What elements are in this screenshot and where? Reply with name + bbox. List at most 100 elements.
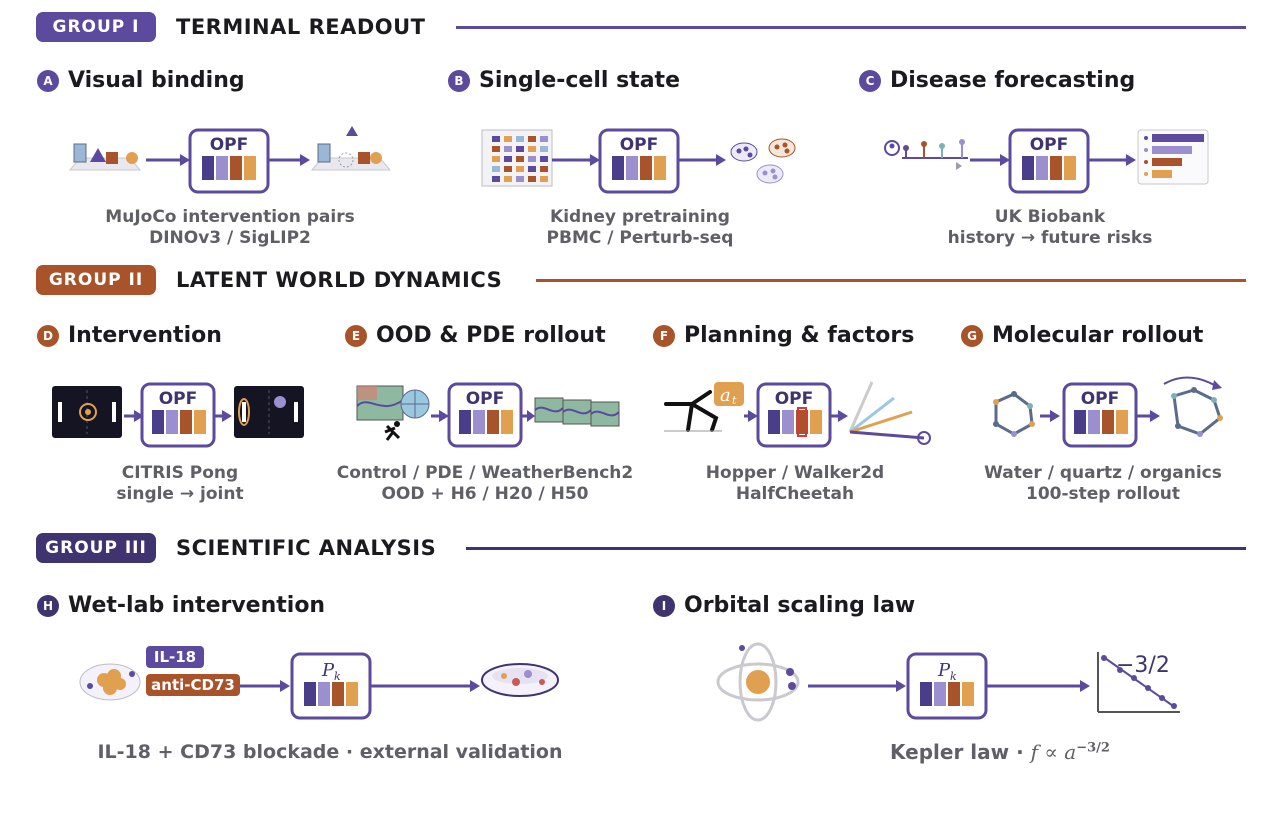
- opf-label: OPF: [210, 135, 249, 155]
- panel-b-diagram: OPF: [481, 128, 796, 194]
- pk-label: P: [937, 660, 951, 681]
- group-badge: GROUP III: [36, 533, 156, 563]
- panel-f-caption: Hopper / Walker2d HalfCheetah: [645, 463, 945, 505]
- panel-letter-badge: A: [37, 70, 59, 92]
- panel-letter-badge: C: [859, 70, 881, 92]
- action-label: a: [720, 385, 731, 406]
- panel-letter-badge: E: [345, 325, 367, 347]
- opf-label: OPF: [775, 389, 814, 409]
- panel-c-caption: UK Biobank history → future risks: [880, 207, 1220, 249]
- group-title: SCIENTIFIC ANALYSIS: [176, 536, 437, 560]
- action-subscript: t: [732, 394, 737, 407]
- heatmap-icon: [481, 129, 553, 187]
- divider-line: [536, 279, 1246, 282]
- panel-letter-badge: H: [37, 595, 59, 617]
- caption-line: single → joint: [116, 484, 244, 504]
- pk-subscript: k: [950, 670, 957, 683]
- action-badge: [714, 382, 744, 406]
- panel-title-text: Planning & factors: [684, 323, 915, 348]
- kepler-exponent: −3/2: [1076, 740, 1110, 756]
- panel-letter-badge: F: [653, 325, 675, 347]
- caption-line: HalfCheetah: [735, 484, 855, 504]
- caption-line: UK Biobank: [994, 207, 1106, 227]
- caption-line: DINOv3 / SigLIP2: [149, 228, 311, 248]
- walker-robot-icon: [664, 390, 722, 432]
- divider-line: [466, 547, 1246, 550]
- caption-line: PBMC / Perturb-seq: [546, 228, 734, 248]
- pk-label: P: [321, 660, 335, 681]
- caption-line: Control / PDE / WeatherBench2: [336, 463, 634, 483]
- panel-title-text: OOD & PDE rollout: [376, 323, 606, 348]
- scaling-plot-icon: [1097, 652, 1180, 713]
- patient-timeline-icon: [884, 139, 968, 170]
- panel-e-diagram: OPF: [356, 382, 620, 448]
- caption-line: history → future risks: [947, 228, 1153, 248]
- group-header-1: GROUP I TERMINAL READOUT: [36, 12, 1246, 42]
- opf-label: OPF: [159, 389, 198, 409]
- group-title: TERMINAL READOUT: [176, 15, 426, 39]
- panel-a-caption: MuJoCo intervention pairs DINOv3 / SigLI…: [60, 207, 400, 249]
- caption-line: OOD + H6 / H20 / H50: [381, 484, 589, 504]
- panel-title-text: Disease forecasting: [890, 68, 1136, 93]
- anti-cd73-tag: [146, 674, 240, 696]
- factor-vectors-icon: [848, 381, 931, 445]
- panel-title-text: Wet-lab intervention: [68, 593, 326, 618]
- caption-line: 100-step rollout: [1025, 484, 1181, 504]
- caption-line: Water / quartz / organics: [984, 463, 1222, 483]
- divider-line: [456, 26, 1246, 29]
- caption-line: Kepler law ·: [890, 740, 1031, 764]
- panel-h-diagram: IL-18 anti-CD73 P k: [79, 646, 559, 720]
- opf-label: OPF: [1081, 389, 1120, 409]
- panel-d-diagram: OPF: [52, 382, 304, 448]
- panel-e-caption: Control / PDE / WeatherBench2 OOD + H6 /…: [335, 463, 635, 505]
- group-header-3: GROUP III SCIENTIFIC ANALYSIS: [36, 533, 1246, 563]
- panel-a-diagram: OPF: [68, 126, 392, 194]
- treated-dish-icon: [481, 663, 559, 697]
- panel-letter-badge: D: [37, 325, 59, 347]
- opf-label: OPF: [466, 389, 505, 409]
- molecule-before-icon: [993, 391, 1035, 437]
- panel-g-diagram: OPF: [993, 376, 1223, 448]
- panel-title-text: Orbital scaling law: [684, 593, 916, 618]
- scene-before-icon: [68, 143, 142, 171]
- caption-line: CITRIS Pong: [121, 463, 239, 483]
- caption-line: Hopper / Walker2d: [705, 463, 885, 483]
- scene-after-icon: [310, 126, 392, 171]
- il18-tag-label: IL-18: [154, 648, 196, 666]
- panel-i-caption: Kepler law · f ∝ a−3/2: [800, 740, 1200, 764]
- kepler-formula: f ∝ a: [1030, 740, 1077, 764]
- panel-c-diagram: OPF: [884, 128, 1209, 194]
- risk-bars-icon: [1137, 129, 1209, 185]
- panel-letter-badge: G: [961, 325, 983, 347]
- panel-title-text: Visual binding: [68, 68, 245, 93]
- panel-d-caption: CITRIS Pong single → joint: [30, 463, 330, 505]
- panel-title-text: Molecular rollout: [992, 323, 1204, 348]
- cell-clusters-icon: [730, 138, 796, 184]
- group-title: LATENT WORLD DYNAMICS: [176, 268, 503, 292]
- group-badge: GROUP I: [36, 12, 156, 42]
- panel-i-diagram: P k −3/2: [716, 642, 1180, 722]
- slope-label: −3/2: [1116, 653, 1170, 678]
- orbit-system-icon: [716, 642, 800, 722]
- group-header-2: GROUP II LATENT WORLD DYNAMICS: [36, 265, 1246, 295]
- molecule-after-icon: [1163, 376, 1223, 437]
- pong-after-icon: [234, 386, 304, 438]
- group-badge: GROUP II: [36, 265, 156, 295]
- rollout-frames-icon: [534, 397, 620, 427]
- caption-line: MuJoCo intervention pairs: [105, 207, 355, 227]
- pk-subscript: k: [334, 670, 341, 683]
- opf-label: OPF: [1030, 135, 1069, 155]
- panel-letter-badge: B: [448, 70, 470, 92]
- caption-line: IL-18 + CD73 blockade · external validat…: [97, 741, 563, 763]
- anti-cd73-tag-label: anti-CD73: [151, 676, 235, 694]
- panel-f-diagram: a t OPF: [664, 381, 931, 448]
- opf-label: OPF: [620, 135, 659, 155]
- panel-title-text: Single-cell state: [479, 68, 680, 93]
- caption-line: Kidney pretraining: [550, 207, 730, 227]
- panel-h-caption: IL-18 + CD73 blockade · external validat…: [40, 742, 620, 763]
- cell-dish-icon: [79, 663, 141, 701]
- il18-tag: [146, 646, 204, 668]
- panel-letter-badge: I: [653, 595, 675, 617]
- panel-title-text: Intervention: [68, 323, 222, 348]
- panel-g-caption: Water / quartz / organics 100-step rollo…: [953, 463, 1253, 505]
